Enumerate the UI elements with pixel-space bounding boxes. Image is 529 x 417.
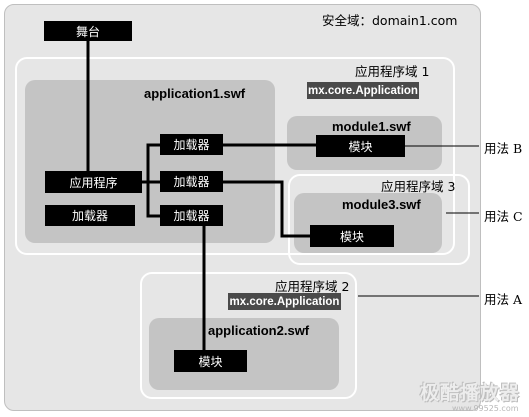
application2-module-box: 模块: [174, 350, 247, 372]
callout-c-label: 用法 C: [484, 209, 523, 224]
loader-2-to-module3-connector: [223, 180, 310, 238]
module3-module-box: 模块: [310, 225, 394, 247]
app-domain-2-label: 应用程序域 2: [275, 279, 350, 294]
module3-swf-label: module3.swf: [342, 197, 421, 212]
loader-box-1: 加载器: [160, 134, 223, 155]
module1-swf-label: module1.swf: [332, 119, 411, 134]
app-domain-1: [15, 57, 455, 255]
app-to-loader-3-connector: [142, 180, 160, 218]
application-box: 应用程序: [45, 171, 142, 193]
app-domain-2: [140, 272, 357, 399]
module1-module-box: 模块: [316, 135, 405, 157]
app-domain-3-label: 应用程序域 3: [381, 179, 456, 194]
loader-box-2: 加载器: [160, 171, 223, 192]
app-domain-1-class-badge: mx.core.Application: [307, 82, 419, 99]
app1-loader-box: 加载器: [45, 205, 135, 226]
watermark-url: www.99525.com: [452, 404, 519, 413]
application1-swf-label: application1.swf: [144, 86, 246, 101]
app-domain-3: [288, 174, 470, 265]
application2-swf-label: application2.swf: [208, 323, 310, 338]
app-domain-2-class-badge: mx.core.Application: [228, 293, 341, 310]
app-to-loader-1-connector: [142, 143, 160, 184]
watermark-title: 极酷播放器: [420, 382, 521, 404]
app-domain-1-label: 应用程序域 1: [355, 64, 430, 79]
security-domain-label: 安全域：domain1.com: [322, 13, 458, 28]
callout-a-label: 用法 A: [484, 292, 523, 307]
stage-box: 舞台: [44, 21, 132, 41]
callout-b-label: 用法 B: [484, 141, 523, 156]
loader-box-3: 加载器: [160, 205, 223, 226]
